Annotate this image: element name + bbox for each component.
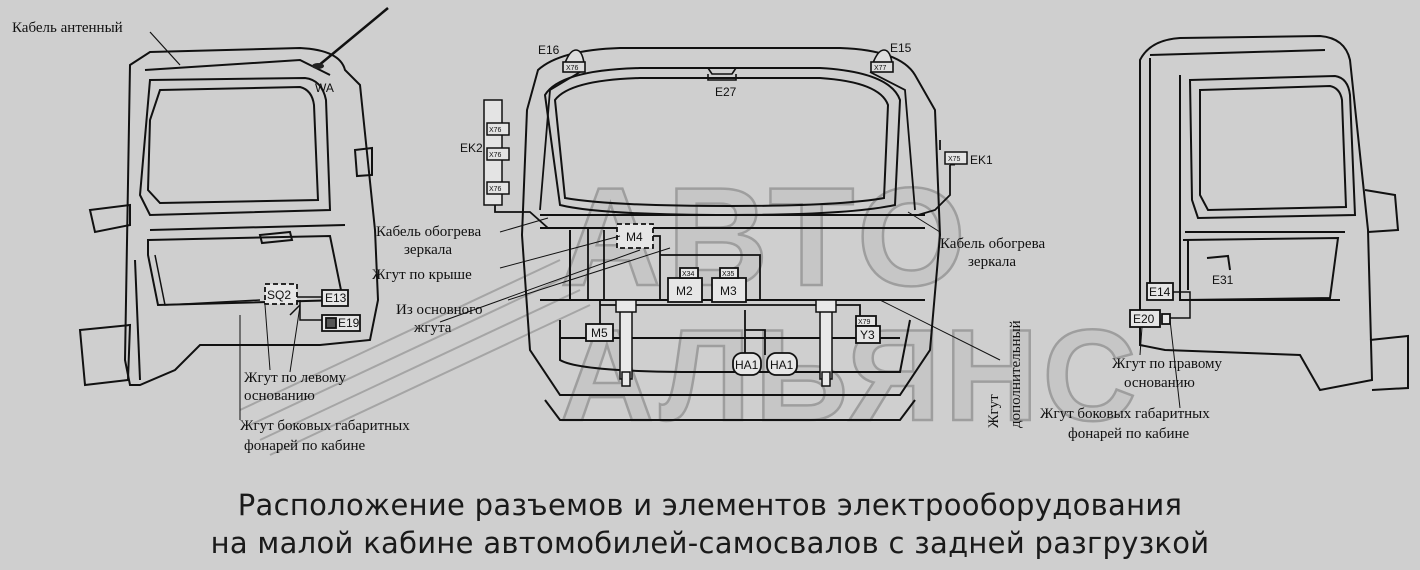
- label-y3: Y3: [860, 328, 875, 342]
- label-e20: E20: [1133, 312, 1155, 326]
- caption-line2: на малой кабине автомобилей-самосвалов с…: [210, 526, 1210, 560]
- labels: Кабель антенный WA E16 E15 X76 X77 E27 E…: [12, 20, 1234, 454]
- label-mirror-cable-left-2: зеркала: [404, 242, 452, 258]
- label-x76-b: X76: [489, 152, 502, 159]
- label-wa: WA: [315, 81, 334, 95]
- label-x75: X75: [948, 156, 961, 163]
- label-roof-harness: Жгут по крыше: [372, 267, 472, 283]
- right-cab-components: [1129, 282, 1174, 328]
- label-ha1-b: HA1: [770, 358, 794, 372]
- ek2-connectors: [483, 99, 510, 206]
- label-x79: X79: [858, 319, 871, 326]
- ek1-connector: [944, 151, 968, 165]
- label-side-lamps-left-2: фонарей по кабине: [244, 438, 366, 454]
- label-side-lamps-right-1: Жгут боковых габаритных: [1040, 406, 1210, 422]
- label-side-lamps-left-1: Жгут боковых габаритных: [240, 418, 410, 434]
- watermark-line1: АВТО: [560, 158, 972, 315]
- label-ek1: EK1: [970, 153, 993, 167]
- label-e13: E13: [325, 291, 347, 305]
- label-sq2: SQ2: [267, 288, 291, 302]
- label-m2: M2: [676, 284, 693, 298]
- label-mirror-cable-right-1: Кабель обогрева: [940, 236, 1045, 252]
- label-e15: E15: [890, 41, 912, 55]
- label-additional-1: Жгут: [986, 394, 1002, 428]
- watermark-line2: АЛЬЯНС: [560, 302, 1140, 448]
- left-cab: [78, 46, 380, 387]
- label-x35: X35: [722, 271, 735, 278]
- label-e31: E31: [1212, 273, 1234, 287]
- struts: [615, 299, 837, 387]
- label-main-harness-2: жгута: [413, 320, 452, 336]
- label-ha1-a: HA1: [735, 358, 759, 372]
- label-mirror-cable-right-2: зеркала: [968, 254, 1016, 270]
- label-left-base-1: Жгут по левому: [244, 370, 347, 386]
- label-mirror-cable-left-1: Кабель обогрева: [376, 224, 481, 240]
- e27-lamp: [707, 67, 737, 81]
- label-e19: E19: [338, 316, 360, 330]
- label-x76-top: X76: [566, 65, 579, 72]
- label-additional-2: дополнительный: [1008, 320, 1024, 428]
- right-cab-wiring: [1170, 291, 1230, 319]
- label-right-base-1: Жгут по правому: [1112, 356, 1223, 372]
- antenna: [149, 7, 389, 69]
- label-m3: M3: [720, 284, 737, 298]
- left-cab-wiring: [154, 254, 322, 321]
- label-e16: E16: [538, 43, 560, 57]
- label-x77: X77: [874, 65, 887, 72]
- center-components: [585, 223, 881, 376]
- label-ek2: EK2: [460, 141, 483, 155]
- caption-line1: Расположение разъемов и элементов электр…: [237, 488, 1183, 522]
- roof-lamps: [562, 49, 894, 73]
- label-cable-antenna: Кабель антенный: [12, 20, 123, 36]
- leader-lines: [239, 164, 1181, 420]
- label-side-lamps-right-2: фонарей по кабине: [1068, 426, 1190, 442]
- label-m4: M4: [626, 230, 643, 244]
- label-x76-a: X76: [489, 127, 502, 134]
- label-x34: X34: [682, 271, 695, 278]
- right-cab: [1139, 34, 1409, 392]
- watermark: АВТО АЛЬЯНС: [239, 157, 1140, 456]
- label-e27: E27: [715, 85, 737, 99]
- left-cab-components: [264, 283, 361, 332]
- label-left-base-2: основанию: [244, 388, 315, 404]
- label-e14: E14: [1149, 285, 1171, 299]
- label-right-base-2: основанию: [1124, 375, 1195, 391]
- label-main-harness-1: Из основного: [396, 302, 482, 318]
- label-x76-c: X76: [489, 186, 502, 193]
- label-m5: M5: [591, 326, 608, 340]
- center-wiring: [494, 71, 951, 355]
